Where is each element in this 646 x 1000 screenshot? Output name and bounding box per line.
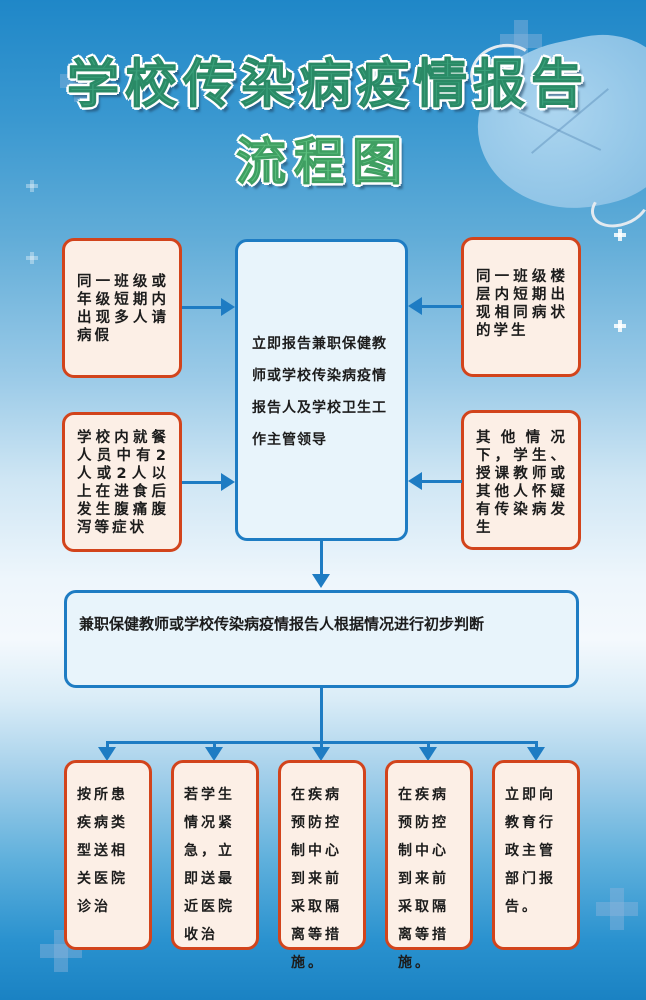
trigger-box-top-left: 同一班级或年级短期内出现多人请病假 bbox=[62, 238, 182, 378]
page-title: 学校传染病疫情报告 bbox=[66, 54, 589, 116]
connector-line bbox=[427, 741, 430, 749]
connector-line bbox=[106, 741, 109, 749]
action-text: 在疾病预防控制中心到来前采取隔离等措施。 bbox=[398, 787, 449, 971]
connector-line bbox=[422, 305, 462, 308]
arrow-down-icon bbox=[98, 747, 116, 761]
action-text: 按所患疾病类型送相关医院诊治 bbox=[77, 787, 128, 915]
trigger-box-bottom-right: 其他情况下，学生、授课教师或其他人怀疑有传染病发生 bbox=[461, 410, 581, 550]
connector-line bbox=[320, 541, 323, 575]
arrow-down-icon bbox=[312, 574, 330, 588]
connector-line bbox=[182, 481, 222, 484]
connector-line bbox=[320, 741, 323, 749]
report-text: 立即报告兼职保健教师或学校传染病疫情报告人及学校卫生工作主管领导 bbox=[252, 336, 387, 448]
action-text: 若学生情况紧急，立即送最近医院收治 bbox=[184, 787, 235, 943]
trigger-text: 同一班级或年级短期内出现多人请病假 bbox=[77, 274, 169, 344]
trigger-text: 同一班级楼层内短期出现相同病状的学生 bbox=[476, 269, 568, 339]
action-box-4: 在疾病预防控制中心到来前采取隔离等措施。 bbox=[385, 760, 473, 971]
trigger-text: 学校内就餐人员中有2人或2人以上在进食后发生腹痛腹泻等症状 bbox=[77, 430, 169, 536]
action-box-2: 若学生情况紧急，立即送最近医院收治 bbox=[171, 760, 259, 950]
action-text: 立即向教育行政主管部门报告。 bbox=[505, 787, 556, 915]
trigger-box-top-right: 同一班级楼层内短期出现相同病状的学生 bbox=[461, 237, 581, 377]
action-box-3: 在疾病预防控制中心到来前采取隔离等措施。 bbox=[278, 760, 366, 971]
action-box-5: 立即向教育行政主管部门报告。 bbox=[492, 760, 580, 950]
initial-judgment-box: 兼职保健教师或学校传染病疫情报告人根据情况进行初步判断 bbox=[64, 590, 579, 688]
connector-line bbox=[182, 306, 222, 309]
page-subtitle: 流程图 bbox=[236, 132, 410, 192]
connector-line bbox=[320, 688, 323, 744]
trigger-text: 其他情况下，学生、授课教师或其他人怀疑有传染病发生 bbox=[476, 430, 568, 536]
arrow-down-icon bbox=[419, 747, 437, 761]
arrow-down-icon bbox=[527, 747, 545, 761]
action-box-1: 按所患疾病类型送相关医院诊治 bbox=[64, 760, 152, 950]
report-immediately-box: 立即报告兼职保健教师或学校传染病疫情报告人及学校卫生工作主管领导 bbox=[235, 239, 408, 541]
connector-line bbox=[213, 741, 216, 749]
arrow-right-icon bbox=[221, 473, 235, 491]
arrow-down-icon bbox=[312, 747, 330, 761]
arrow-left-icon bbox=[408, 297, 422, 315]
connector-line bbox=[422, 480, 462, 483]
arrow-right-icon bbox=[221, 298, 235, 316]
trigger-box-bottom-left: 学校内就餐人员中有2人或2人以上在进食后发生腹痛腹泻等症状 bbox=[62, 412, 182, 552]
arrow-down-icon bbox=[205, 747, 223, 761]
action-text: 在疾病预防控制中心到来前采取隔离等措施。 bbox=[291, 787, 342, 971]
arrow-left-icon bbox=[408, 472, 422, 490]
connector-line bbox=[535, 741, 538, 749]
judgment-text: 兼职保健教师或学校传染病疫情报告人根据情况进行初步判断 bbox=[79, 615, 485, 633]
